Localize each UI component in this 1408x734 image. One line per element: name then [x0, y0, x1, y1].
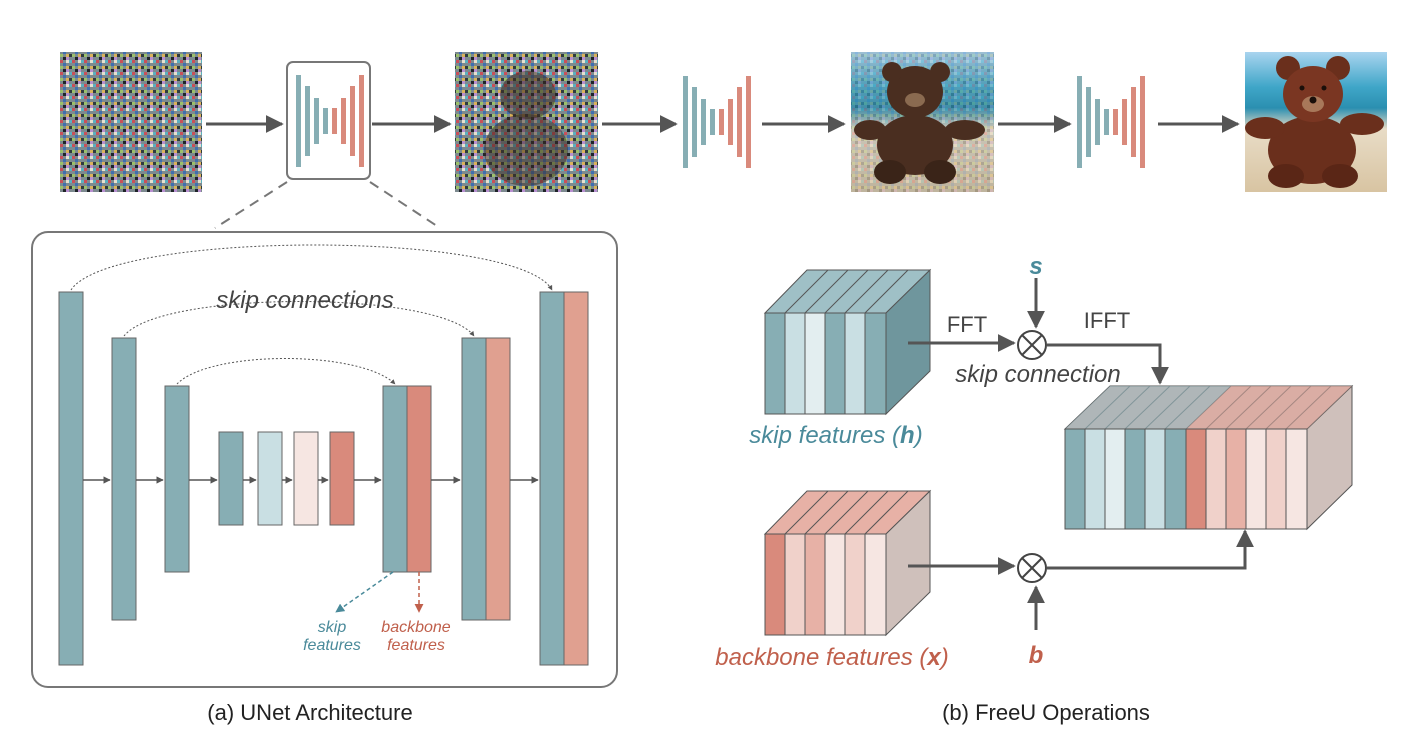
backbone-output-arrow — [1047, 529, 1254, 570]
backbone-multiply-operator — [1017, 553, 1047, 583]
panel-a-caption: (a) UNet Architecture — [207, 700, 412, 725]
bottleneck-block-3 — [293, 431, 319, 526]
skip-connection-arc — [123, 301, 475, 337]
highlighted-unet-icon — [286, 61, 371, 180]
noisy-teddy-image — [455, 52, 598, 192]
diffusion-pipeline — [60, 52, 1387, 229]
skip-multiply-operator — [1017, 330, 1047, 360]
b-scaling-symbol: b — [1029, 642, 1044, 669]
skip-connection-label: skip connection — [955, 361, 1120, 388]
decoder-backbone-block-1 — [563, 291, 589, 666]
pure-noise-image — [60, 52, 202, 192]
concatenated-features-cube — [1063, 384, 1354, 531]
skip-connections-label: skip connections — [216, 287, 393, 314]
encoder-block-1 — [58, 291, 84, 666]
backbone-features-x-label: backbone features (x) — [715, 644, 949, 671]
unet-architecture-panel: skip connections skip features backbone … — [31, 231, 618, 725]
fft-label: FFT — [947, 312, 987, 337]
panel-b-caption: (b) FreeU Operations — [942, 700, 1150, 725]
zoom-guide-right — [369, 181, 441, 229]
final-teddy-bear-image — [1245, 52, 1387, 192]
encoder-block-3 — [164, 385, 190, 573]
unet-icon — [683, 76, 751, 168]
skip-features-cube — [763, 268, 932, 416]
unet-icon — [1077, 76, 1145, 168]
skip-features-label-line1: skip — [318, 619, 347, 636]
skip-features-label-line2: features — [303, 637, 361, 654]
decoder-backbone-block-3 — [406, 385, 432, 573]
ifft-label: IFFT — [1084, 308, 1130, 333]
freeu-operations-panel: FFT IFFT skip connection s b skip featur… — [715, 253, 1354, 725]
bottleneck-block-2 — [257, 431, 283, 526]
partially-denoised-teddy-image — [851, 52, 994, 192]
backbone-features-cube — [763, 489, 932, 637]
bottleneck-block-4 — [329, 431, 355, 526]
s-scaling-symbol: s — [1029, 253, 1042, 280]
skip-output-arrow — [1047, 343, 1169, 385]
skip-features-pointer — [335, 571, 394, 613]
decoder-skip-block-3 — [382, 385, 408, 573]
encoder-block-2 — [111, 337, 137, 621]
decoder-backbone-block-2 — [485, 337, 511, 621]
backbone-features-label-line2: features — [387, 637, 445, 654]
decoder-skip-block-1 — [539, 291, 565, 666]
zoom-guide-left — [214, 181, 288, 229]
decoder-skip-block-2 — [461, 337, 487, 621]
bottleneck-block-1 — [218, 431, 244, 526]
skip-features-h-label: skip features (h) — [749, 422, 922, 449]
backbone-features-label-line1: backbone — [381, 619, 450, 636]
skip-connection-arc — [176, 358, 396, 385]
